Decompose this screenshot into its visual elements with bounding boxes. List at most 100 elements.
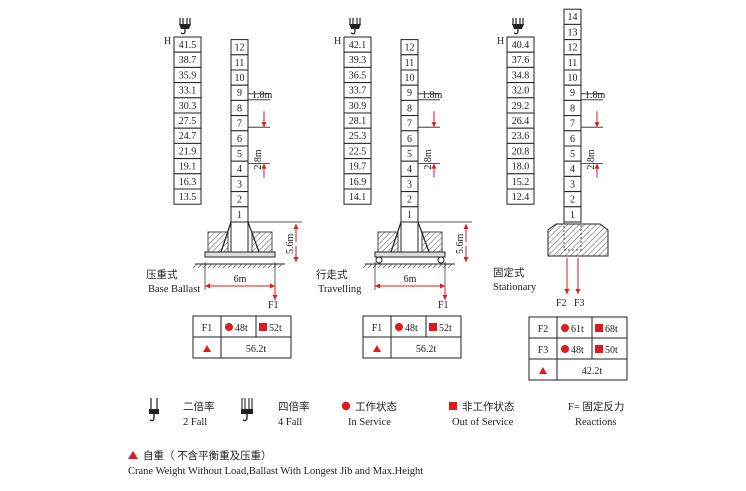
ground-hatch [392,263,398,269]
dim-mid-arrow-bottom-head [594,163,600,169]
dim-base-arrow-top-head [463,224,469,229]
four-fall-hook-icon [241,398,253,422]
mast-section-number: 13 [568,27,578,38]
mast-section-number: 3 [407,179,412,190]
height-value: 30.9 [349,101,367,112]
mast-section-number: 4 [407,164,412,175]
ground-hatch [377,263,383,269]
ground-hatch [367,263,373,269]
height-value: 15.2 [512,177,530,188]
ground-hatch [417,263,423,269]
legend-out-service-cn: 非工作状态 [462,400,515,413]
ground-hatch [192,263,198,269]
mast-section-number: 14 [568,12,578,23]
legend-two-fall-cn: 二倍率 [183,400,215,413]
ground-hatch [232,263,238,269]
height-value: 12.4 [512,192,530,203]
height-value: 25.3 [349,131,367,142]
height-value: 20.8 [512,146,530,157]
mast-section-number: 6 [237,134,242,145]
height-value: 33.1 [179,86,197,97]
in-service-value: 48t [571,345,584,356]
height-value: 19.1 [179,162,197,173]
ground-hatch [427,263,433,269]
height-value: 28.1 [349,116,367,127]
mast-section-number: 5 [570,149,575,160]
mast-section-number: 6 [407,134,412,145]
table-cell [390,336,462,359]
mast-section-number: 12 [405,43,415,54]
height-cell [506,188,535,205]
reaction-label: F1 [202,323,213,334]
ground-hatch [397,263,403,269]
four-fall-hook-icon [179,18,191,35]
crane-label-en: Base Ballast [148,284,200,295]
ground-hatch [197,263,203,269]
reaction-label: F3 [538,345,549,356]
in-service-value: 48t [405,323,418,334]
ground-hatch [422,263,428,269]
mast-section-number: 10 [235,73,245,84]
force-arrow-f1-head [272,295,278,300]
reaction-label: F2 [538,324,549,335]
dim-width-arrow-left [375,283,380,289]
ground-hatch [207,263,213,269]
foundation-block [547,223,609,257]
height-value: 16.9 [349,177,367,188]
legend-two-fall-en: 2 Fall [183,417,207,428]
mast-section-number: 2 [570,195,575,206]
dim-width-label: 6m [404,274,417,285]
legend-four-fall-cn: 四倍率 [278,400,310,413]
legend-out-service-en: Out of Service [452,417,514,428]
base-frame [204,251,276,258]
mast-section-number: 8 [407,103,412,114]
dim-mid-label: 2.8m [586,149,597,170]
in-service-circle-icon [395,323,403,331]
hook-curve [350,29,356,35]
height-value: 39.3 [349,55,367,66]
out-service-value: 68t [605,324,618,335]
hook-block [512,24,524,29]
ground-hatch [252,263,258,269]
height-value: 35.9 [179,70,197,81]
dim-top-label: 1.8m [422,90,443,101]
travelling-chassis [362,221,455,269]
crane-label-en: Stationary [493,282,537,293]
self-weight-triangle-icon [373,345,381,352]
mast-section-number: 5 [237,149,242,160]
ground-hatch [382,263,388,269]
mast-section-number: 11 [568,58,578,69]
ground-hatch [257,263,263,269]
mast-section-number: 12 [235,43,245,54]
self-weight-triangle-icon [203,345,211,352]
ballast-block-left [377,231,399,253]
dim-base-arrow-bottom-head [463,257,469,262]
four-fall-hook-icon [349,18,361,35]
two-fall-hook-icon [149,398,159,422]
height-value: 24.7 [179,131,197,142]
ground-hatch [432,263,438,269]
crane-label-en: Travelling [318,284,362,295]
ground-hatch [217,263,223,269]
mast-section-number: 10 [405,73,415,84]
out-service-value: 50t [605,345,618,356]
height-value: 14.1 [349,192,367,203]
hook-block [179,24,191,29]
height-column: 42.139.336.533.730.928.125.322.519.716.9… [343,36,372,205]
base-brace [417,221,430,253]
reaction-label: F1 [372,323,383,334]
mast-section-number: 11 [235,58,245,69]
dim-mid-arrow-bottom-head [431,163,437,169]
mast-section-number: 6 [570,134,575,145]
footnote: 自重（ 不含平衡重及压重） Crane Weight Without Load,… [128,449,423,477]
self-weight-value: 56.2t [246,344,267,355]
force-label-f2: F2 [556,298,567,309]
mast-section-number: 11 [405,58,415,69]
height-value: 18.0 [512,162,530,173]
